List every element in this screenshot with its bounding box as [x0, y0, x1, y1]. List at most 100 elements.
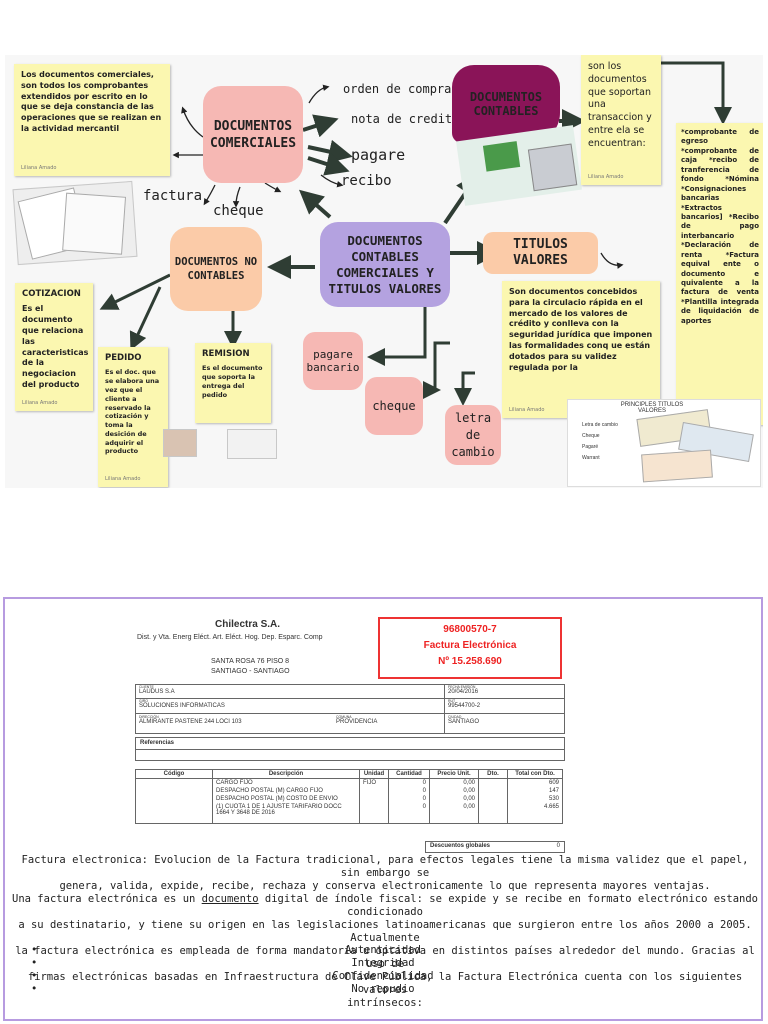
cell: DESPACHO POSTAL (M) CARGO FIJO — [212, 787, 360, 795]
titulos-valores-card: PRINCIPLES TITULOS VALORES Letra de camb… — [567, 399, 761, 487]
card-item: Cheque — [582, 433, 600, 439]
invoice-number: Nº 15.258.690 — [438, 656, 502, 667]
descuentos-value: 0 — [556, 843, 560, 849]
cell — [359, 803, 389, 824]
table-row: DESPACHO POSTAL (M) COSTO DE ENVIO 0 0,0… — [135, 795, 563, 803]
field-label: GIRO — [139, 699, 148, 703]
col-header: Unidad — [359, 769, 389, 779]
item-pagare: pagare — [351, 146, 406, 164]
table-row: CARGO FIJO FIJO 0 0,00 609 — [135, 778, 563, 787]
client-rut: 99544700-2 — [448, 703, 481, 709]
cell: 147 — [507, 787, 563, 795]
node-documentos-no-contables: DOCUMENTOS NO CONTABLES — [170, 227, 262, 311]
card-title: PRINCIPLES TITULOS VALORES — [620, 402, 684, 414]
pedido-image — [163, 429, 197, 457]
value-item: •Integridad — [31, 957, 415, 969]
invoice-panel: Chilectra S.A. Dist. y Vta. Energ Eléct.… — [3, 597, 763, 1021]
invoice-lines-table: Código Descripción Unidad Cantidad Preci… — [135, 769, 563, 824]
invoice-rut-box: 96800570-7 Factura Electrónica Nº 15.258… — [378, 617, 562, 679]
col-header: Cantidad — [388, 769, 430, 779]
values-list: •Autenticidad •Integridad •Confidenciali… — [5, 944, 761, 996]
description-line: genera, valida, expide, recibe, rechaza … — [59, 880, 711, 892]
col-header: Dto. — [478, 769, 508, 779]
mind-map: Los documentos comerciales, son todos lo… — [5, 55, 763, 488]
cell — [478, 778, 508, 787]
invoice-date: 20/04/2016 — [448, 689, 479, 695]
cheque-image — [641, 449, 713, 483]
description-line: Una factura electrónica es un documento … — [12, 893, 758, 918]
remision-image — [227, 429, 277, 459]
cell: DESPACHO POSTAL (M) COSTO DE ENVIO — [212, 795, 360, 803]
note-author: Liliana Amado — [21, 165, 57, 172]
node-documentos-comerciales: DOCUMENTOS COMERCIALES — [203, 86, 303, 183]
description-line: la factura electrónica es empleada de fo… — [15, 945, 755, 970]
table-row: DESPACHO POSTAL (M) CARGO FIJO 0 0,00 14… — [135, 787, 563, 795]
descuentos-label: Descuentos globales — [430, 843, 491, 849]
col-header: Código — [135, 769, 213, 779]
description-line: Factura electronica: Evolucion de la Fac… — [21, 854, 749, 879]
cell — [135, 787, 213, 795]
cell — [359, 787, 389, 795]
description-line: intrínsecos: — [347, 997, 423, 1009]
cell: (1) CUOTA 1 DE 1 AJUSTE TARIFARIO DOCC 1… — [212, 803, 360, 824]
client-block: CLIENTE LAUDUS S.A FECHA EMISIÓN 20/04/2… — [135, 684, 565, 734]
card-item: Warrant — [582, 455, 600, 461]
cell — [135, 803, 213, 824]
invoice-city: SANTIAGO - SANTIAGO — [211, 668, 290, 675]
card-item: Pagaré — [582, 444, 599, 450]
table-row: (1) CUOTA 1 DE 1 AJUSTE TARIFARIO DOCC 1… — [135, 803, 563, 824]
node-documentos-contables: DOCUMENTOS CONTABLES — [452, 65, 560, 143]
referencias-block: Referencias — [135, 737, 565, 761]
col-header: Descripción — [212, 769, 360, 779]
cell: 530 — [507, 795, 563, 803]
node-titulos-valores: TITULOS VALORES — [483, 232, 598, 274]
note-titulos-valores: Son documentos concebidos para la circul… — [502, 281, 660, 418]
referencias-label: Referencias — [140, 740, 175, 746]
note-documentos-contables: son los documentos que soportan una tran… — [581, 55, 661, 185]
client-name: LAUDUS S.A — [139, 689, 175, 695]
cell — [135, 778, 213, 787]
descuentos-globales: Descuentos globales 0 — [425, 841, 565, 853]
cell: 0,00 — [429, 803, 479, 824]
note-remision: REMISION Es el documento que soporta la … — [195, 343, 271, 423]
note-pedido: PEDIDO Es el doc. que se elabora una vez… — [98, 347, 168, 487]
card-item: Letra de cambio — [582, 422, 618, 428]
node-letra-de-cambio: letra de cambio — [445, 405, 501, 465]
field-label: CLIENTE — [139, 685, 154, 689]
item-cheque: cheque — [213, 203, 264, 219]
note-contables-list: *comprobante de egreso *comprobante de c… — [676, 123, 763, 425]
node-pagare-bancario: pagare bancario — [303, 332, 363, 390]
description-line: firmas electrónicas basadas en Infraestr… — [27, 971, 743, 996]
invoice-company: Chilectra S.A. — [215, 619, 281, 630]
description-line: a su destinatario, y tiene su origen en … — [18, 919, 752, 944]
item-recibo: recibo — [341, 173, 392, 189]
cell: 609 — [507, 778, 563, 787]
cell: 0,00 — [429, 787, 479, 795]
note-text: Los documentos comerciales, son todos lo… — [21, 70, 162, 133]
client-giro: SOLUCIONES INFORMATICAS — [139, 703, 225, 709]
client-address: ALMIRANTE PASTENE 244 LOCI 103 — [139, 719, 242, 725]
value-item: •Confidencialidad — [31, 970, 434, 982]
cell: 0 — [388, 778, 430, 787]
cell: 0,00 — [429, 778, 479, 787]
cell — [359, 795, 389, 803]
documento-link[interactable]: documento — [201, 893, 259, 905]
invoice-address: SANTA ROSA 76 PISO 8 — [211, 658, 290, 665]
note-cotizacion: COTIZACION Es el documento que relaciona… — [15, 283, 93, 411]
item-factura: factura — [143, 188, 203, 204]
cell: 0 — [388, 803, 430, 824]
invoice-activity: Dist. y Vta. Energ Eléct. Art. Eléct. Ho… — [137, 634, 323, 641]
invoice-doc-type: Factura Electrónica — [423, 640, 517, 651]
cell: CARGO FIJO — [212, 778, 360, 787]
cell: 0 — [388, 795, 430, 803]
cell — [135, 795, 213, 803]
cell: FIJO — [359, 778, 389, 787]
invoice-rut: 96800570-7 — [443, 624, 497, 635]
field-label: CIUDAD — [448, 715, 462, 719]
cell — [478, 787, 508, 795]
col-header: Precio Unit. — [429, 769, 479, 779]
field-label: FECHA EMISIÓN — [448, 685, 476, 689]
col-header: Total con Dto. — [507, 769, 563, 779]
cell: 4.665 — [507, 803, 563, 824]
cell: 0 — [388, 787, 430, 795]
